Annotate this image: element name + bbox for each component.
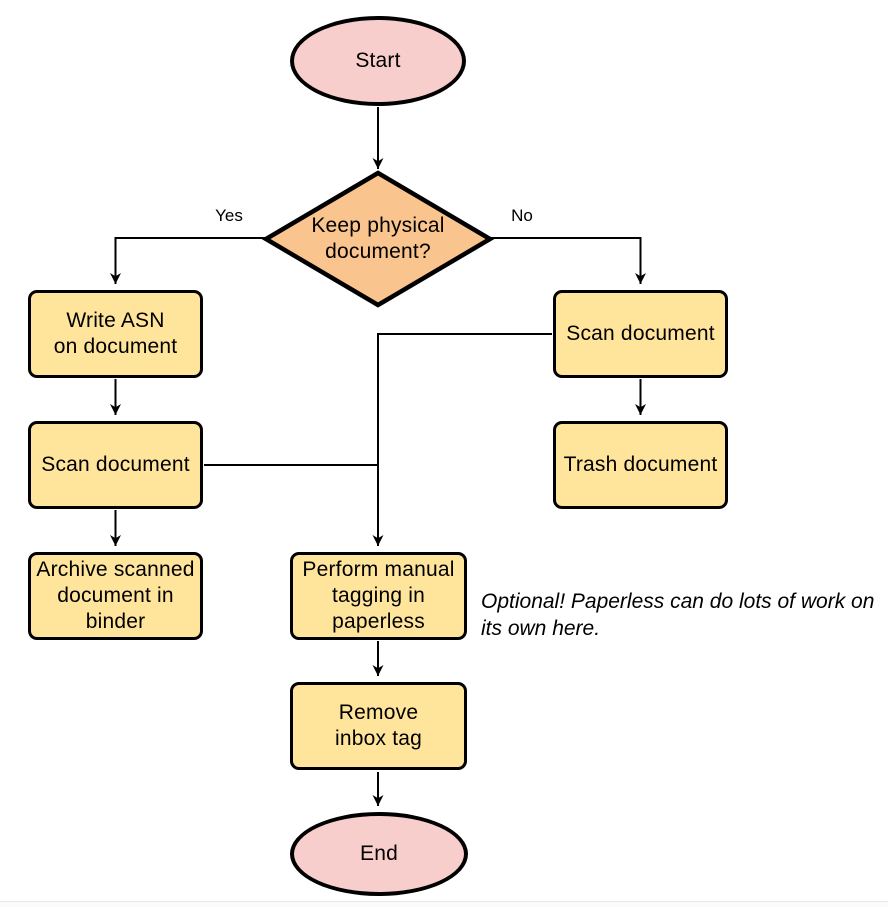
trash-document-node: Trash document	[553, 421, 728, 509]
manual-tagging-node: Perform manual tagging in paperless	[290, 552, 467, 640]
trash-document-node-label: Trash document	[563, 452, 718, 476]
end-node: End	[290, 812, 468, 896]
decision-diamond-shape	[261, 170, 495, 308]
scan-document-right-node-label: Scan document	[566, 321, 715, 345]
edge-decision-to-scan-right	[490, 237, 646, 284]
remove-inbox-tag-node: Remove inbox tag	[290, 682, 467, 770]
scan-document-right-node: Scan document	[553, 290, 728, 378]
archive-document-node: Archive scanned document in binder	[28, 552, 203, 640]
scan-document-left-node: Scan document	[28, 421, 203, 509]
write-asn-node: Write ASN on document	[28, 290, 203, 378]
manual-tagging-node-label: Perform manual tagging in paperless	[302, 557, 455, 634]
edge-decision-to-write-asn	[110, 237, 266, 284]
end-node-label: End	[360, 841, 398, 865]
yes-edge-label: Yes	[199, 206, 259, 226]
start-node: Start	[290, 16, 466, 106]
no-edge-label: No	[492, 206, 552, 226]
remove-inbox-tag-node-label: Remove inbox tag	[334, 700, 423, 750]
decision-node-label: Keep physical document?	[311, 213, 445, 263]
optional-note: Optional! Paperless can do lots of work …	[481, 590, 875, 640]
write-asn-node-label: Write ASN on document	[53, 308, 178, 358]
scan-document-left-node-label: Scan document	[41, 452, 190, 476]
archive-document-node-label: Archive scanned document in binder	[36, 557, 195, 634]
start-node-label: Start	[355, 48, 401, 72]
page-bottom-edge	[0, 901, 888, 907]
edge-scan-right-to-tagging	[372, 333, 552, 546]
